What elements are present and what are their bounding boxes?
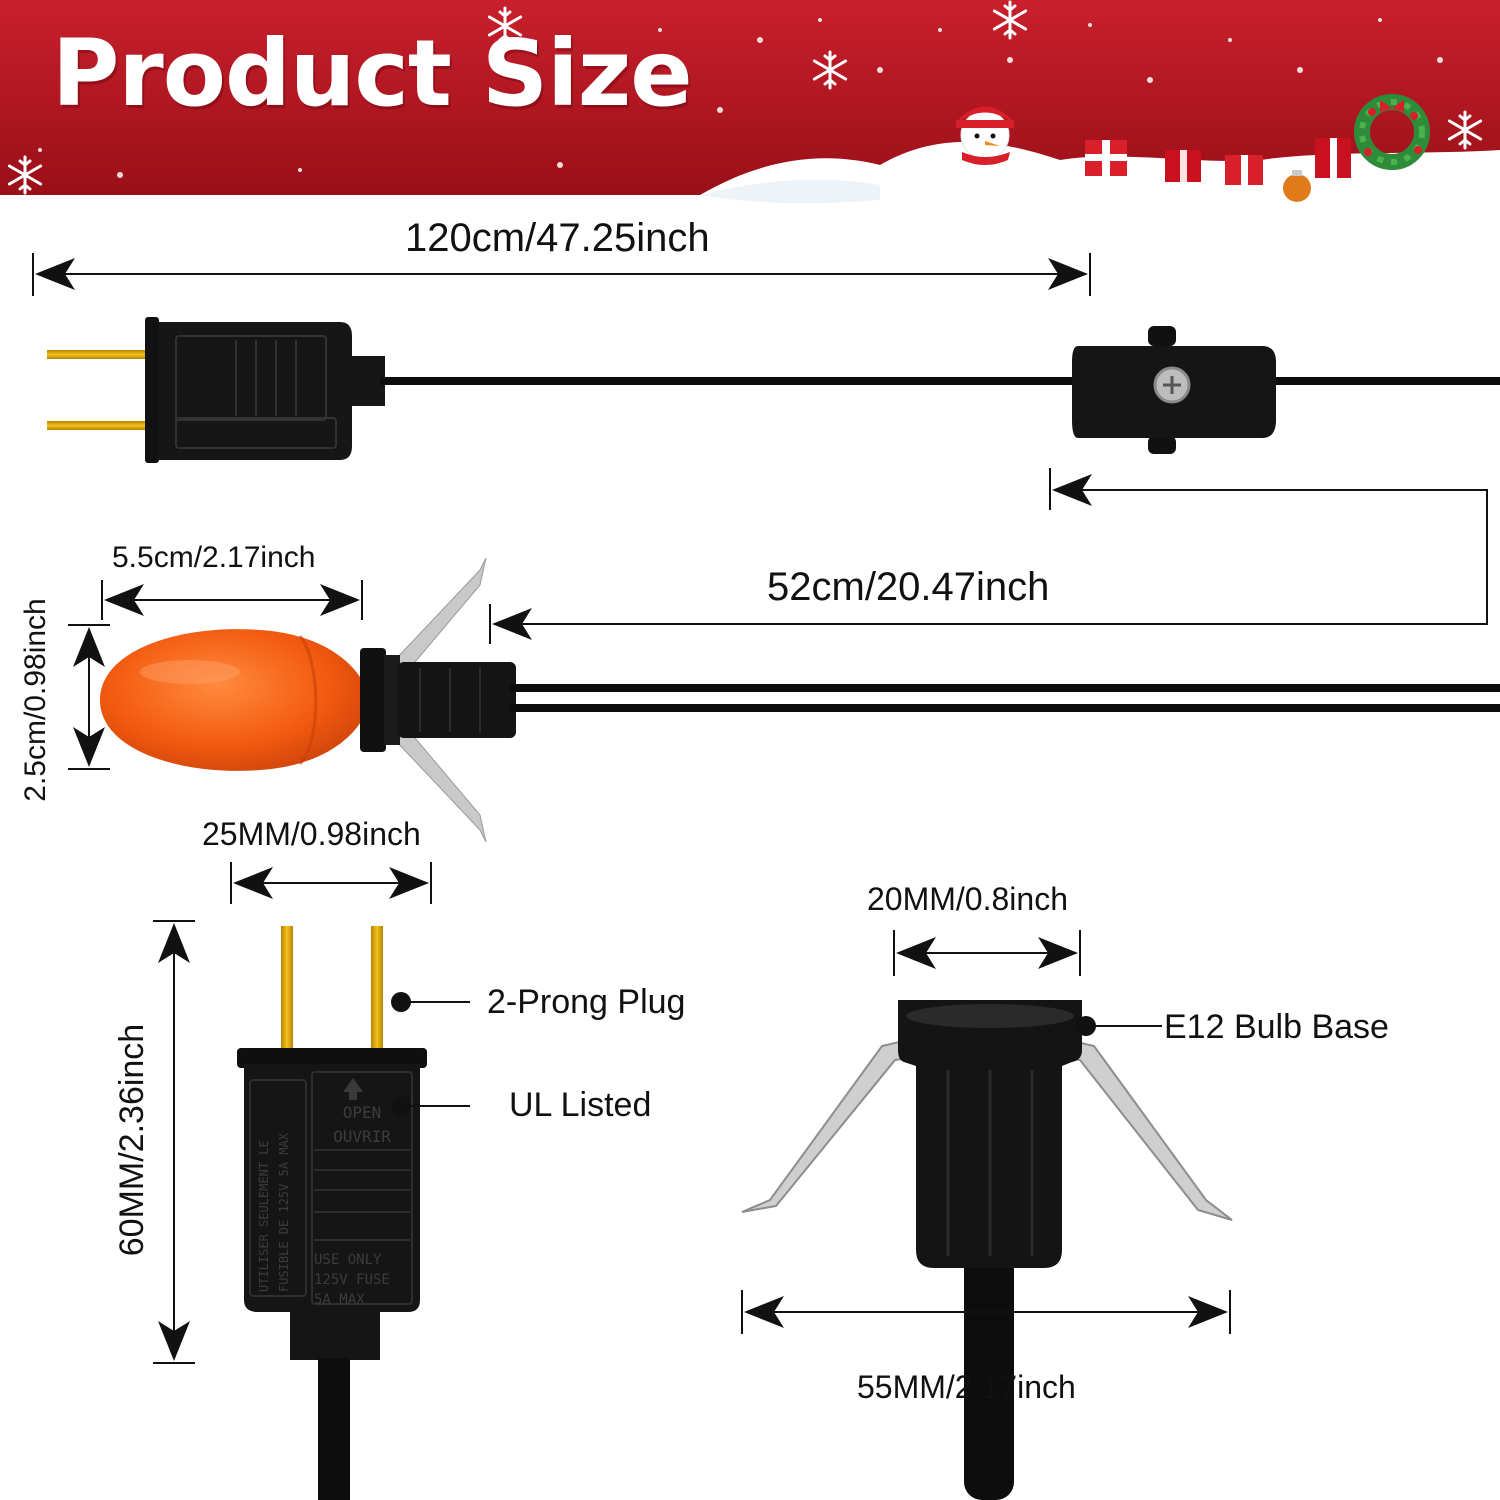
- base-callout-pointer: [1076, 1016, 1162, 1036]
- switch-to-socket-label: 52cm/20.47inch: [767, 565, 1050, 609]
- clip-span-dimension: [741, 1290, 1231, 1334]
- power-cord-top: [380, 377, 1500, 385]
- bulb-diameter-dimension: [68, 624, 110, 770]
- snowman-icon: [951, 106, 1019, 192]
- plug-side-view: [47, 317, 385, 463]
- plug-open-text: OPEN: [343, 1103, 382, 1122]
- cord-length-label: 120cm/47.25inch: [405, 216, 710, 260]
- plug-label-text: OPEN OUVRIR USE ONLY 125V FUSE 5A MAX UT…: [257, 1103, 391, 1308]
- power-cord-middle-a: [510, 684, 1500, 692]
- plug-fr-line1-text: UTILISER SEULEMENT LE: [257, 1140, 271, 1292]
- ul-callout-pointer: [391, 1096, 470, 1116]
- ornament-icon: [1283, 170, 1311, 202]
- clip-span-label: 55MM/2.17inch: [857, 1369, 1076, 1405]
- base-callout-label: E12 Bulb Base: [1164, 1008, 1389, 1046]
- inline-switch: [1072, 326, 1276, 454]
- plug-fuse-text: 125V FUSE: [314, 1272, 390, 1288]
- plug-height-dimension: [153, 920, 195, 1364]
- power-cord-middle-b: [510, 704, 1500, 712]
- plug-height-label: 60MM/2.36inch: [113, 1023, 151, 1257]
- plug-use-only-text: USE ONLY: [314, 1252, 382, 1268]
- bulb-diameter-label: 2.5cm/0.98inch: [19, 598, 52, 802]
- prong-spacing-label: 25MM/0.98inch: [202, 816, 421, 852]
- socket-top-dimension: [893, 930, 1081, 976]
- prong-callout-pointer: [391, 992, 470, 1012]
- banner-title: Product Size: [52, 20, 693, 127]
- prong-callout-label: 2-Prong Plug: [487, 983, 686, 1021]
- e12-socket: [741, 1000, 1233, 1500]
- plug-front-view: [237, 926, 427, 1360]
- ul-callout-label: UL Listed: [509, 1086, 652, 1124]
- wreath-icon: [1354, 94, 1430, 170]
- plug-max-text: 5A MAX: [314, 1292, 365, 1308]
- christmas-banner: [0, 0, 1500, 245]
- socket-top-label: 20MM/0.8inch: [867, 881, 1068, 917]
- plug-fr-line2-text: FUSIBLE DE 125V 5A MAX: [277, 1132, 291, 1292]
- c9-bulb: [100, 629, 362, 771]
- cord-length-dimension: [32, 253, 1091, 296]
- bulb-socket-side: [360, 557, 516, 843]
- plug-cord: [318, 1358, 350, 1500]
- gift-icon: [1085, 138, 1351, 185]
- bulb-length-dimension: [101, 580, 363, 620]
- switch-to-socket-dimension: [489, 468, 1488, 644]
- plug-ouvrir-text: OUVRIR: [333, 1127, 391, 1146]
- bulb-length-label: 5.5cm/2.17inch: [112, 541, 316, 574]
- prong-spacing-dimension: [230, 862, 432, 904]
